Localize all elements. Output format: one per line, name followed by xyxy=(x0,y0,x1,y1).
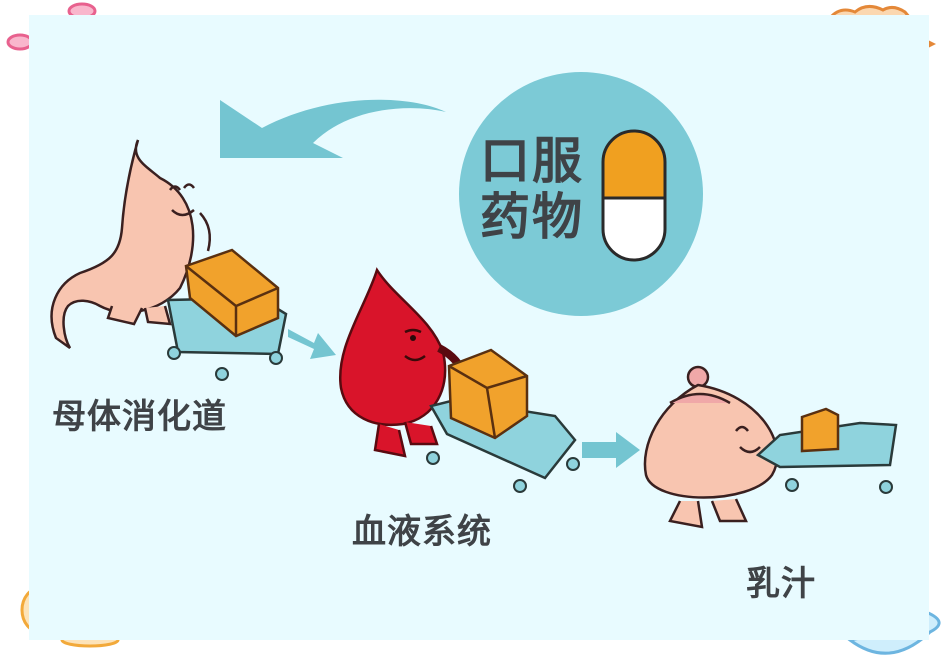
flow-arrow-icon xyxy=(582,432,640,468)
flow-arrow-icon xyxy=(288,329,336,359)
breast-character xyxy=(643,365,898,529)
stomach-character xyxy=(50,139,288,381)
blood-drop-character xyxy=(338,267,580,493)
stage-label-maternal-gi: 母体消化道 xyxy=(52,397,227,437)
curved-arrow-icon xyxy=(220,99,446,158)
oral-medicine-title: 口服 药物 xyxy=(480,133,584,245)
stage-label-breast-milk: 乳汁 xyxy=(746,564,816,604)
title-line-1: 口服 xyxy=(480,132,584,190)
title-line-2: 药物 xyxy=(480,188,584,246)
oral-medicine-badge xyxy=(459,72,703,316)
capsule-icon xyxy=(601,129,667,262)
stage-label-blood-system: 血液系统 xyxy=(352,512,492,552)
